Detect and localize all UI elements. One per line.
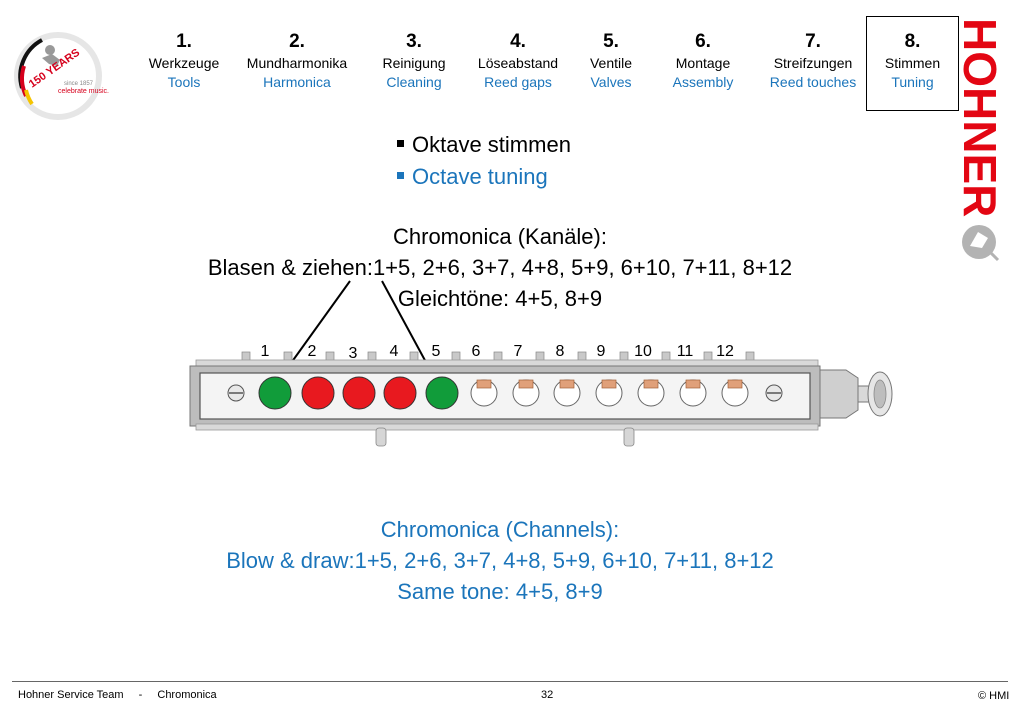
nav-step-reed-touches[interactable]: 7. Streifzungen Reed touches [760,30,866,92]
page-number: 32 [541,689,554,701]
channel-label: 2 [308,343,317,360]
step-number: 4. [510,31,526,52]
step-label-en: Assembly [672,74,734,90]
step-label-en: Cleaning [386,74,442,90]
150-years-logo: 150 YEARS since 1857 celebrate music. [14,32,109,120]
step-number: 3. [406,31,422,52]
channels-title-en: Chromonica (Channels): [380,517,620,542]
bullet-text: Oktave stimmen [412,132,571,157]
step-number: 2. [289,31,305,52]
nav-step-valves[interactable]: 5. Ventile Valves [576,30,646,92]
channel-5-green-marker [425,376,459,410]
footer-team: Hohner Service Team [18,689,124,701]
step-number: 7. [805,31,821,52]
svg-text:HOHNER: HOHNER [954,18,1006,217]
blow-draw-pairs-en: Blow & draw:1+5, 2+6, 3+7, 4+8, 5+9, 6+1… [226,548,774,573]
step-label-de: Werkzeuge [148,55,220,71]
step-label-de: Stimmen [884,55,941,71]
channel-label: 5 [432,343,441,360]
channel-3-red-marker [342,376,376,410]
bullet-square-icon [397,139,404,147]
channel-label: 12 [716,343,734,360]
channel-label: 9 [597,343,606,360]
channel-label: 4 [390,343,399,360]
nav-step-tools[interactable]: 1. Werkzeuge Tools [140,30,228,92]
channel-label: 11 [677,343,694,360]
step-label-de: Reinigung [382,55,446,71]
nav-step-tuning[interactable]: 8. Stimmen Tuning [866,16,959,111]
svg-text:celebrate music.: celebrate music. [58,88,109,95]
step-label-de: Montage [675,55,731,71]
step-label-de: Mundharmonika [246,55,348,71]
nav-step-cleaning[interactable]: 3. Reinigung Cleaning [370,30,458,92]
nav-step-assembly[interactable]: 6. Montage Assembly [660,30,746,92]
step-number: 1. [176,31,192,52]
step-number: 6. [695,31,711,52]
blow-draw-pairs-de: Blasen & ziehen:1+5, 2+6, 3+7, 4+8, 5+9,… [207,255,793,280]
footer-divider [12,681,1008,682]
channel-label: 6 [472,343,481,360]
bullet-text: Octave tuning [412,164,548,189]
step-label-en: Reed touches [769,74,857,90]
step-label-de: Löseabstand [477,55,559,71]
channel-4-red-marker [383,376,417,410]
channel-label: 10 [634,343,652,360]
step-label-en: Valves [590,74,632,90]
channel-1-green-marker [258,376,292,410]
step-number: 5. [603,31,619,52]
bullet-octave-tuning-de: Oktave stimmen [397,131,571,159]
channels-text-de: Chromonica (Kanäle): Blasen & ziehen:1+5… [0,221,1000,314]
step-label-de: Ventile [589,55,633,71]
footer-separator: - [138,689,143,701]
channels-title-de: Chromonica (Kanäle): [393,224,607,249]
step-number: 8. [904,31,921,52]
channel-label: 3 [349,345,358,362]
same-tone-de: Gleichtöne: 4+5, 8+9 [397,286,603,311]
channel-label: 8 [556,343,565,360]
svg-text:since 1857: since 1857 [64,81,94,87]
nav-step-harmonica[interactable]: 2. Mundharmonika Harmonica [238,30,356,92]
channel-label: 7 [514,343,523,360]
step-label-de: Streifzungen [773,55,853,71]
bullet-square-icon [397,171,404,179]
step-label-en: Tuning [891,74,934,90]
channel-2-red-marker [301,376,335,410]
channels-text-en: Chromonica (Channels): Blow & draw:1+5, … [0,514,1000,607]
footer-topic: Chromonica [157,689,217,701]
nav-step-reed-gaps[interactable]: 4. Löseabstand Reed gaps [468,30,568,92]
footer-info: Hohner Service Team - Chromonica [18,689,229,701]
hohner-logo: HOHNER [954,18,1006,262]
footer-copyright: © HMI [978,690,1010,702]
step-label-en: Harmonica [263,74,331,90]
bullet-octave-tuning-en: Octave tuning [397,163,548,191]
step-label-en: Reed gaps [484,74,552,90]
channel-label: 1 [261,343,270,360]
same-tone-en: Same tone: 4+5, 8+9 [397,579,603,604]
step-label-en: Tools [167,74,201,90]
chromonica-diagram: 1 2 3 4 5 6 7 8 9 10 11 12 [189,343,893,447]
